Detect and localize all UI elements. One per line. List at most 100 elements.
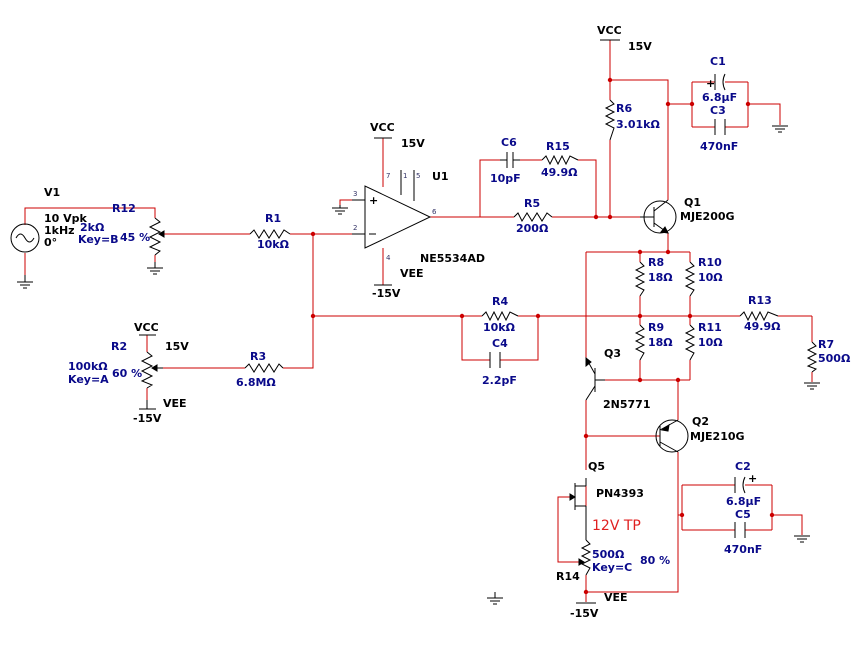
ground-icon [794,535,810,543]
r11-resistor[interactable] [684,324,696,361]
r13-value: 49.9Ω [744,320,781,333]
r15-value: 49.9Ω [541,166,578,179]
r5-resistor[interactable] [513,212,553,223]
test-point-annotation: 12V TP [592,518,641,534]
r4-value: 10kΩ [483,321,516,334]
c5-value: 470nF [724,543,762,556]
c5-capacitor[interactable] [734,522,746,538]
v1-source[interactable] [10,223,40,253]
r6-resistor[interactable] [604,99,616,141]
q1-ref: Q1 [684,196,701,209]
r8-ref: R8 [648,256,664,269]
vcc-top-label: VCC [597,24,622,37]
r2-potentiometer[interactable] [140,351,163,389]
q2-ref: Q2 [692,415,709,428]
r10-value: 10Ω [698,271,723,284]
v1-ref: V1 [44,186,60,199]
q2-transistor[interactable] [655,419,689,453]
c4-value: 2.2pF [482,374,517,387]
r6-ref: R6 [616,102,632,115]
r10-ref: R10 [698,256,722,269]
c2-plus: + [748,472,757,485]
c2-ref: C2 [735,460,751,473]
r3-resistor[interactable] [244,363,284,373]
r13-resistor[interactable] [739,310,779,322]
r14-potentiometer[interactable] [578,539,592,576]
u1-vee-label: VEE [400,267,424,280]
q3-transistor[interactable] [585,356,605,401]
q1-transistor[interactable] [640,199,677,234]
c3-ref: C3 [710,104,726,117]
q2-part: MJE210G [690,430,745,443]
r15-ref: R15 [546,140,570,153]
q5-jfet[interactable] [569,478,587,540]
r12-value: 2kΩ [80,221,105,234]
r5-ref: R5 [524,197,540,210]
r4-ref: R4 [492,295,508,308]
r1-value: 10kΩ [257,238,290,251]
u1-vcc-voltage: 15V [401,137,425,150]
r3-value: 6.8MΩ [236,376,276,389]
r2-vcc-voltage: 15V [165,340,189,353]
u1-pin2: 2 [353,224,357,232]
u1-opamp[interactable]: + [352,170,432,249]
q5-part: PN4393 [596,487,644,500]
r12-percent: 45 % [120,231,150,244]
ground-symbols [17,125,820,605]
u1-pin4: 4 [386,254,391,262]
q5-ref: Q5 [588,460,605,473]
ground-icon [804,382,820,390]
c1-value: 6.8µF [702,91,737,104]
c2-value: 6.8µF [726,495,761,508]
r13-ref: R13 [748,294,772,307]
r4-resistor[interactable] [481,310,519,322]
ground-icon [487,592,503,605]
u1-pin5: 5 [416,172,420,180]
u1-pin1: 1 [403,172,407,180]
r2-vee-voltage: -15V [133,412,162,425]
u1-vee-voltage: -15V [372,287,401,300]
r12-key: Key=B [78,233,119,246]
r6-value: 3.01kΩ [616,118,660,131]
r14-value: 500Ω [592,548,625,561]
r10-resistor[interactable] [684,261,696,297]
c6-capacitor[interactable] [500,152,520,168]
vcc-top-voltage: 15V [628,40,652,53]
ground-icon [332,205,348,215]
ground-icon [17,275,33,289]
q3-ref: Q3 [604,347,621,360]
ground-icon [772,125,788,133]
c5-ref: C5 [735,508,751,521]
r9-resistor[interactable] [634,324,646,361]
r2-value: 100kΩ [68,360,108,373]
u1-pin6: 6 [432,208,437,216]
c1-ref: C1 [710,55,726,68]
q3-part: 2N5771 [603,398,650,411]
u1-vcc-label: VCC [370,121,395,134]
r1-resistor[interactable] [249,229,291,239]
u1-plus-sign: + [369,194,378,207]
c6-value: 10pF [490,172,521,185]
r9-ref: R9 [648,321,664,334]
r7-ref: R7 [818,338,834,351]
r8-value: 18Ω [648,271,673,284]
r15-resistor[interactable] [541,154,579,166]
vee-bottom-label: VEE [604,591,628,604]
r8-resistor[interactable] [634,261,646,297]
r14-key: Key=C [592,561,632,574]
c6-ref: C6 [501,136,517,149]
c3-capacitor[interactable] [714,119,726,135]
u1-ref: U1 [432,170,449,183]
r5-value: 200Ω [516,222,549,235]
q1-part: MJE200G [680,210,735,223]
r12-ref: R12 [112,202,136,215]
u1-pin7: 7 [386,172,390,180]
c1-plus: + [706,77,715,90]
c4-capacitor[interactable] [489,352,501,368]
c2-capacitor[interactable] [734,476,746,494]
r7-resistor[interactable] [806,341,818,373]
c1-capacitor[interactable] [714,73,726,91]
r2-ref: R2 [111,340,127,353]
r12-potentiometer[interactable] [148,217,165,256]
